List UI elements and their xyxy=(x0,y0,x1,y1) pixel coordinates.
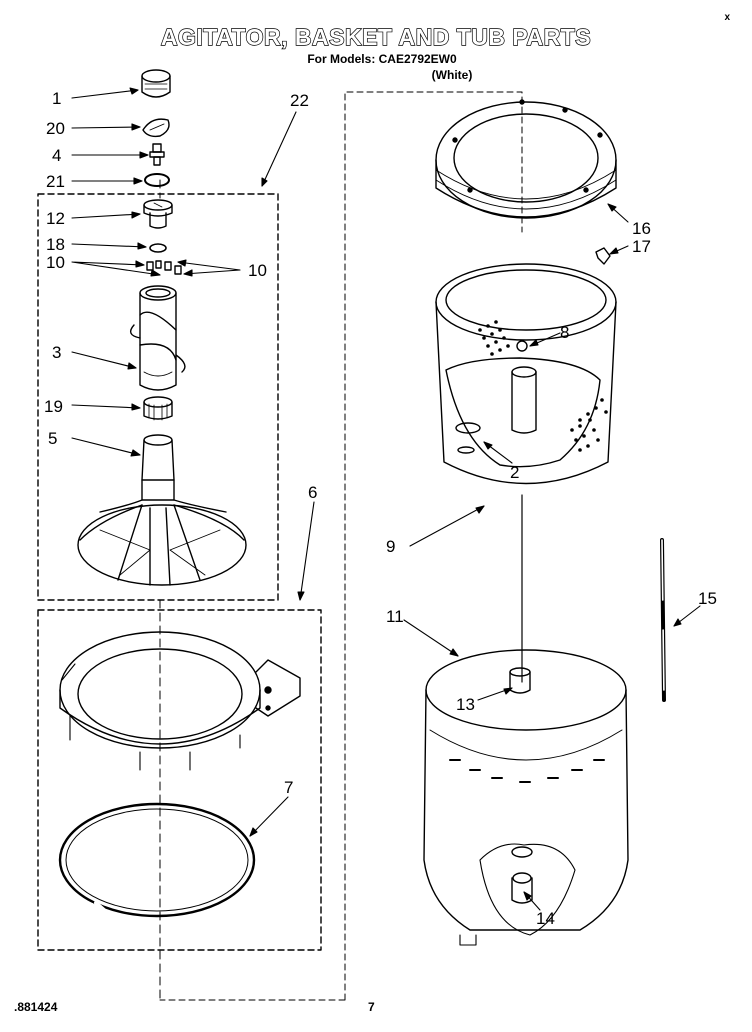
part-agitator-cap xyxy=(141,69,171,98)
callout-8: 8 xyxy=(560,323,569,342)
part-clip xyxy=(595,247,611,265)
part-tub-ring xyxy=(59,631,301,771)
callout-13: 13 xyxy=(456,695,475,714)
color-line: (White) xyxy=(431,68,473,82)
callout-10-left: 10 xyxy=(46,253,65,272)
callout-7: 7 xyxy=(284,778,293,797)
callout-1: 1 xyxy=(52,89,61,108)
callout-17: 17 xyxy=(632,237,651,256)
callout-3: 3 xyxy=(52,343,61,362)
models-line: For Models: CAE2792EW0 xyxy=(307,52,457,66)
callout-9: 9 xyxy=(386,537,395,556)
part-outer-tub xyxy=(423,649,629,946)
callout-16: 16 xyxy=(632,219,651,238)
part-seal xyxy=(142,118,170,138)
part-tub-seal-ring xyxy=(58,802,256,918)
diagram-title: AGITATOR, BASKET AND TUB PARTS xyxy=(160,23,592,50)
callout-19: 19 xyxy=(44,397,63,416)
callout-12: 12 xyxy=(46,209,65,228)
callout-21: 21 xyxy=(46,172,65,191)
part-basket xyxy=(435,263,617,485)
callout-15: 15 xyxy=(698,589,717,608)
callout-18: 18 xyxy=(46,235,65,254)
callout-10-right: 10 xyxy=(248,261,267,280)
part-auger xyxy=(129,285,186,391)
callout-2: 2 xyxy=(510,463,519,482)
part-balance-ring xyxy=(435,99,617,219)
callout-5: 5 xyxy=(48,429,57,448)
leader-lines xyxy=(71,87,701,911)
callout-20: 20 xyxy=(46,119,65,138)
callout-labels: 1 20 4 21 12 18 10 10 3 19 5 22 6 7 16 1… xyxy=(44,89,717,928)
callout-14: 14 xyxy=(536,909,555,928)
group-box-6 xyxy=(37,609,322,951)
alignment-line-right xyxy=(159,91,523,1001)
part-clutch xyxy=(143,396,173,421)
group-box-22 xyxy=(37,193,279,601)
part-small-ring xyxy=(149,243,167,253)
part-cam xyxy=(143,199,173,229)
part-bolt xyxy=(149,143,165,166)
part-agitator-base xyxy=(77,434,247,586)
basket-holes xyxy=(478,320,608,452)
part-o-ring xyxy=(144,173,170,187)
part-tub-seal xyxy=(509,667,531,694)
callout-22: 22 xyxy=(290,91,309,110)
page-number: 7 xyxy=(368,1000,375,1014)
document-code: .881424 xyxy=(14,1000,58,1014)
callout-6: 6 xyxy=(308,483,317,502)
callout-4: 4 xyxy=(52,146,61,165)
corner-mark: x xyxy=(724,12,730,23)
callout-11: 11 xyxy=(386,607,404,626)
